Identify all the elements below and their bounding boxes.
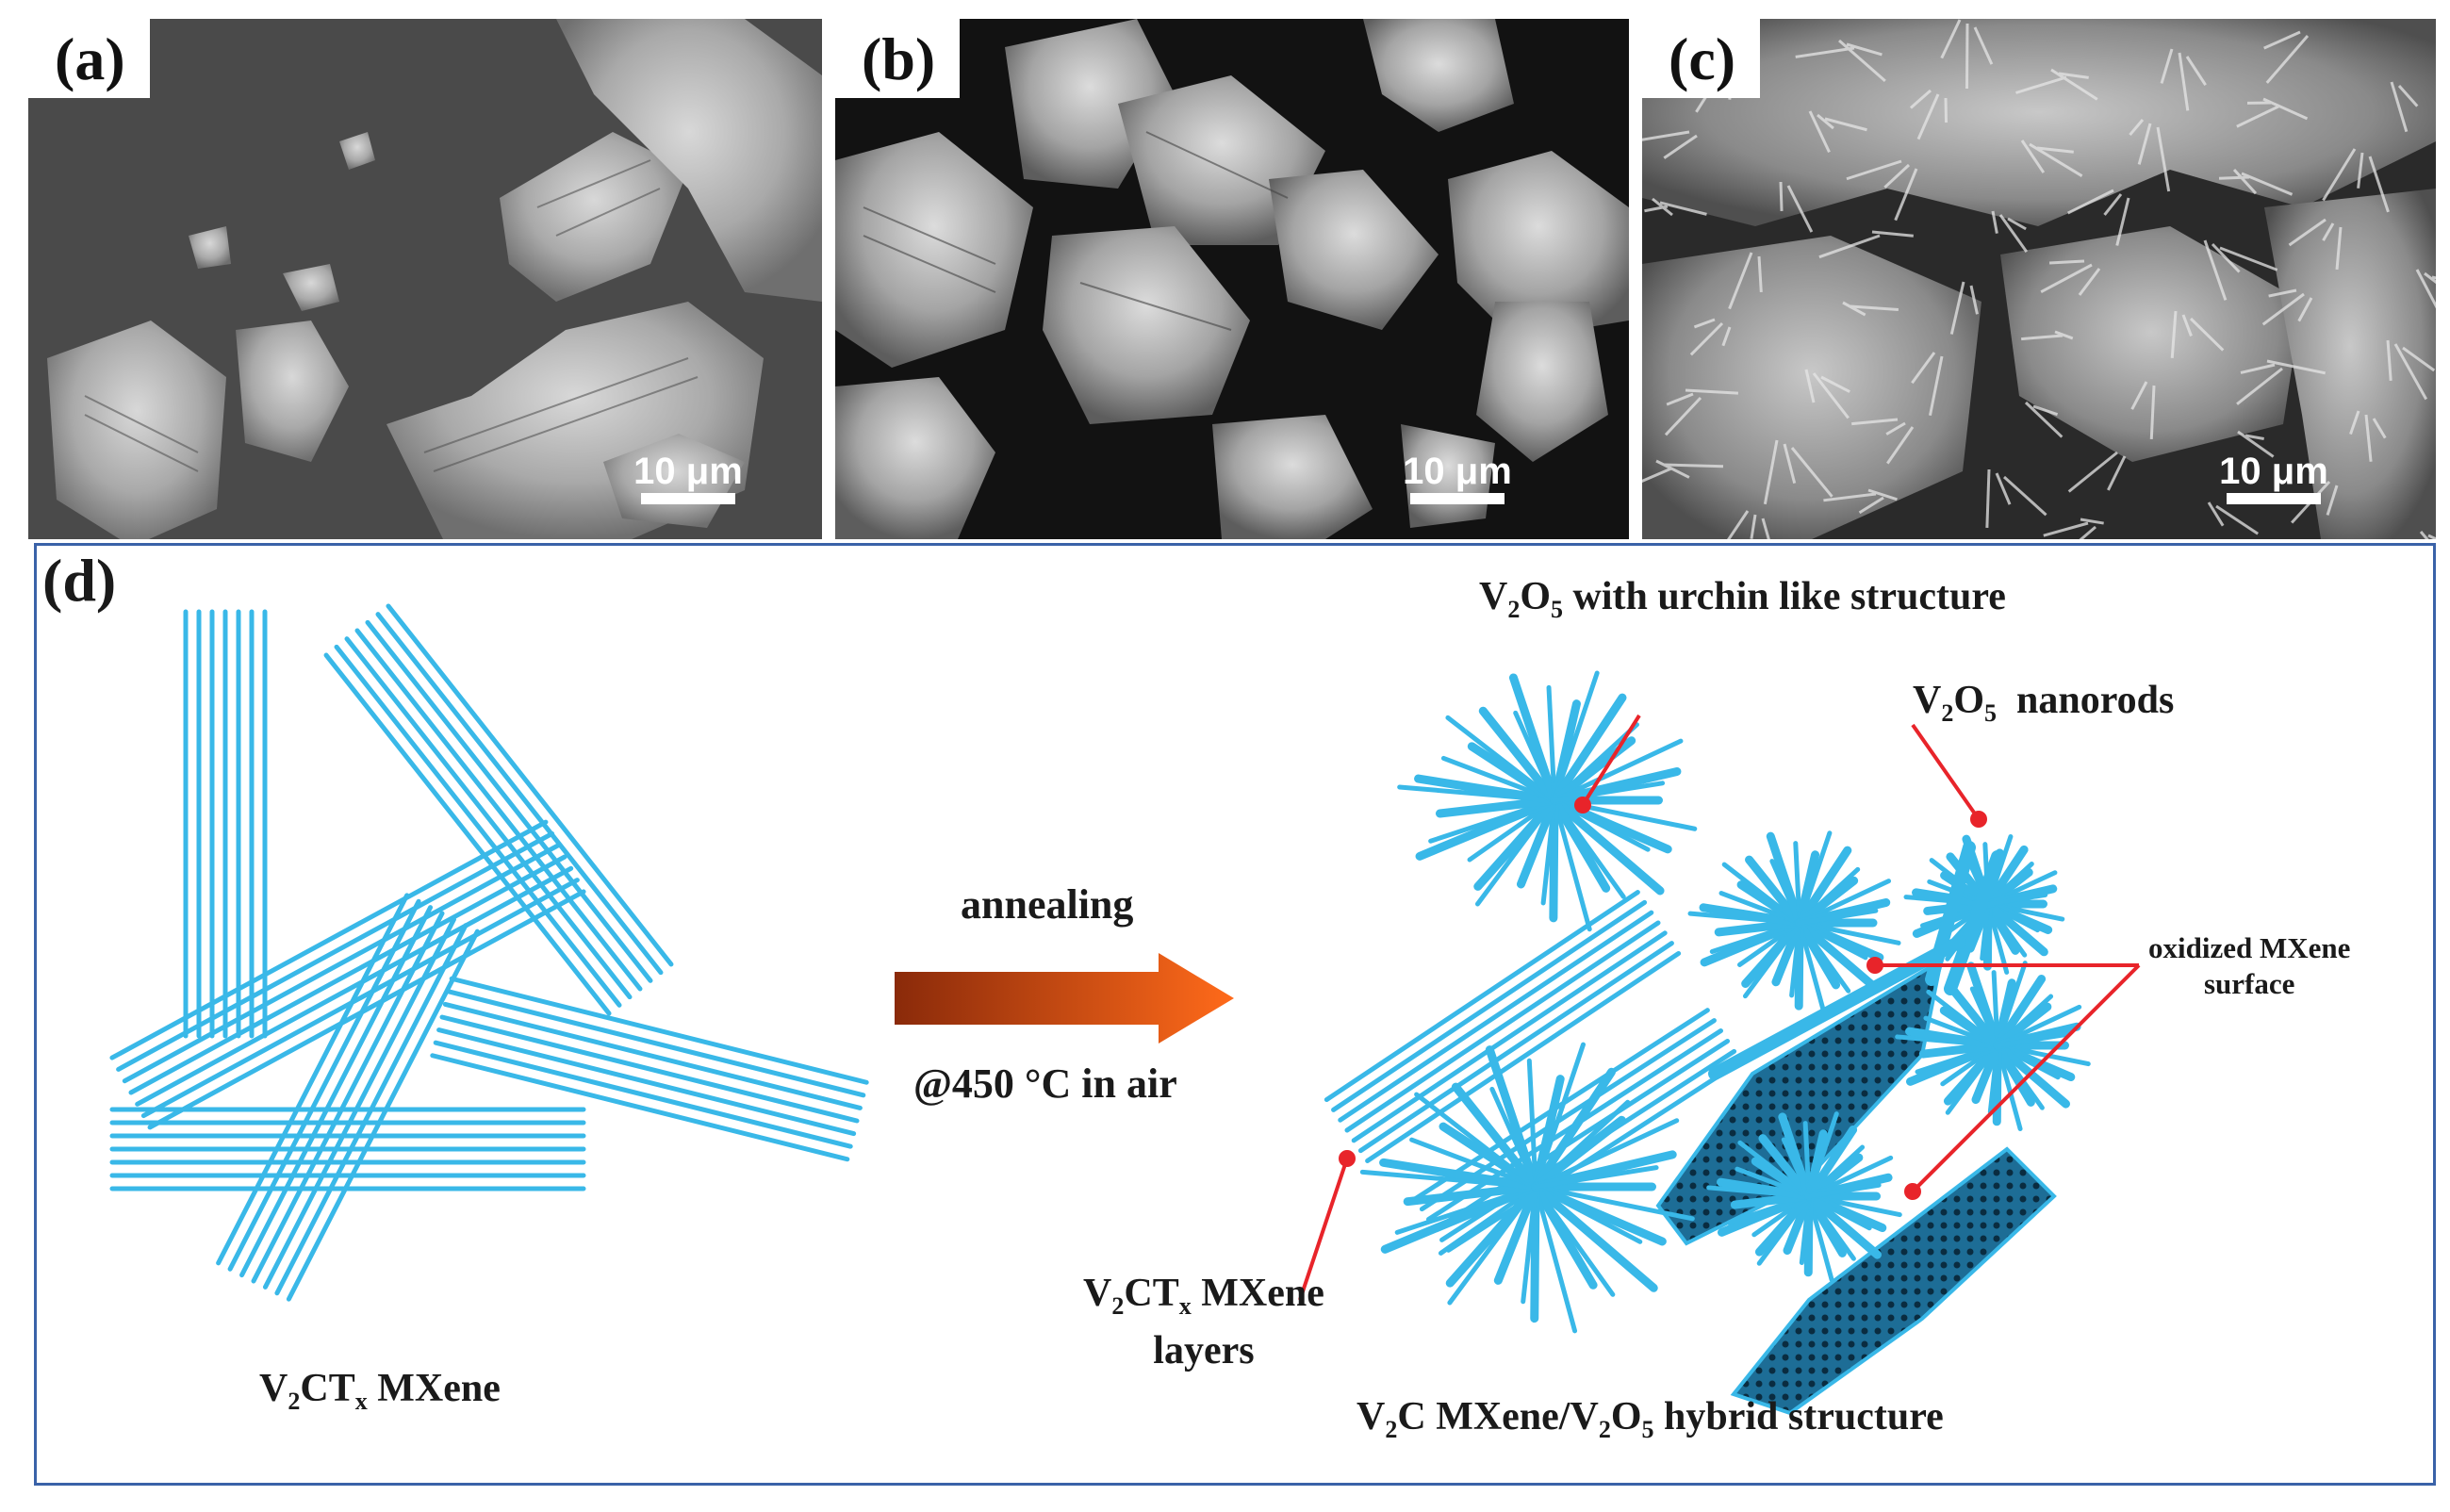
scale-bar-a: 10 μm bbox=[594, 451, 782, 504]
nanorods-sub2: 5 bbox=[1984, 699, 1998, 728]
sem-image-a bbox=[47, 19, 822, 539]
scale-bar-b: 10 μm bbox=[1363, 451, 1552, 504]
sem-panel-c: (c) 10 μm bbox=[1642, 19, 2436, 539]
urchin-o: O bbox=[1520, 575, 1552, 618]
hybrid-sub2: 2 bbox=[1598, 1416, 1611, 1444]
urchin-sub1: 2 bbox=[1507, 596, 1521, 624]
panel-label-a: (a) bbox=[28, 19, 150, 98]
oxidized-line2: surface bbox=[2203, 967, 2295, 1000]
sem-image-c bbox=[1642, 19, 2436, 539]
schematic-panel-d: (d) V2CTx MXene annealing @450 °C in air… bbox=[34, 543, 2436, 1486]
annealing-arrow bbox=[895, 953, 1234, 1044]
nanorods-text: nanorods bbox=[1997, 679, 2175, 722]
layers-sub2: x bbox=[1178, 1292, 1192, 1321]
urchin-v: V bbox=[1479, 575, 1508, 618]
label-urchin-structure: V2O5 with urchin like structure bbox=[1479, 574, 2006, 623]
scale-bar-b-text: 10 μm bbox=[1403, 451, 1512, 492]
hybrid-sub3: 5 bbox=[1641, 1416, 1654, 1444]
label-mxene-layers: V2CTx MXene layers bbox=[1083, 1267, 1324, 1377]
oxidized-surface-lower bbox=[1730, 1146, 2057, 1416]
v2o5-urchins bbox=[1359, 670, 2091, 1334]
layers-sub1: 2 bbox=[1111, 1292, 1125, 1321]
hybrid-sub1: 2 bbox=[1385, 1416, 1398, 1444]
arrow-label-annealing: annealing bbox=[961, 881, 1134, 928]
schematic-drawing bbox=[109, 603, 2141, 1416]
layers-v: V bbox=[1083, 1272, 1112, 1315]
scale-bar-a-line bbox=[641, 493, 735, 504]
left-title-mxene: MXene bbox=[367, 1367, 501, 1410]
left-title-ct: CT bbox=[300, 1367, 355, 1410]
sem-panel-a: (a) 10 μm bbox=[28, 19, 822, 539]
left-title-sub2: x bbox=[354, 1388, 368, 1416]
hybrid-v: V bbox=[1357, 1395, 1386, 1438]
oxidized-line1: oxidized MXene bbox=[2148, 931, 2351, 964]
label-nanorods: V2O5 nanorods bbox=[1913, 678, 2175, 727]
scale-bar-c-text: 10 μm bbox=[2219, 451, 2328, 492]
label-oxidized-surface: oxidized MXene surface bbox=[2148, 930, 2350, 1002]
sem-panel-b: (b) 10 μm bbox=[835, 19, 1629, 539]
layers-line2: layers bbox=[1153, 1329, 1255, 1372]
pointer-lines bbox=[1298, 714, 2141, 1301]
right-structure-title: V2C MXene/V2O5 hybrid structure bbox=[1357, 1394, 1944, 1443]
layers-ct: CT bbox=[1124, 1272, 1179, 1315]
urchin-sub2: 5 bbox=[1551, 596, 1564, 624]
scale-bar-c-line bbox=[2227, 493, 2321, 504]
hybrid-mid: C MXene/V bbox=[1397, 1395, 1599, 1438]
urchin-text: with urchin like structure bbox=[1563, 575, 2006, 618]
hybrid-o: O bbox=[1610, 1395, 1642, 1438]
left-title-v: V bbox=[259, 1367, 288, 1410]
scale-bar-a-text: 10 μm bbox=[633, 451, 743, 492]
arrow-label-condition: @450 °C in air bbox=[913, 1060, 1177, 1107]
nanorods-v: V bbox=[1913, 679, 1942, 722]
panel-label-c: (c) bbox=[1642, 19, 1761, 98]
left-title-sub1: 2 bbox=[288, 1388, 301, 1416]
scale-bar-c: 10 μm bbox=[2179, 451, 2368, 504]
scale-bar-b-line bbox=[1410, 493, 1505, 504]
v2ctx-mxene-bundles bbox=[109, 603, 869, 1302]
nanorods-sub1: 2 bbox=[1941, 699, 1954, 728]
hybrid-text: hybrid structure bbox=[1653, 1395, 1944, 1438]
nanorods-o: O bbox=[1953, 679, 1985, 722]
panel-label-d: (d) bbox=[42, 547, 117, 614]
layers-mxene: MXene bbox=[1191, 1272, 1324, 1315]
panel-label-b: (b) bbox=[835, 19, 961, 98]
sem-image-b bbox=[835, 19, 1629, 539]
left-structure-title: V2CTx MXene bbox=[259, 1366, 501, 1415]
